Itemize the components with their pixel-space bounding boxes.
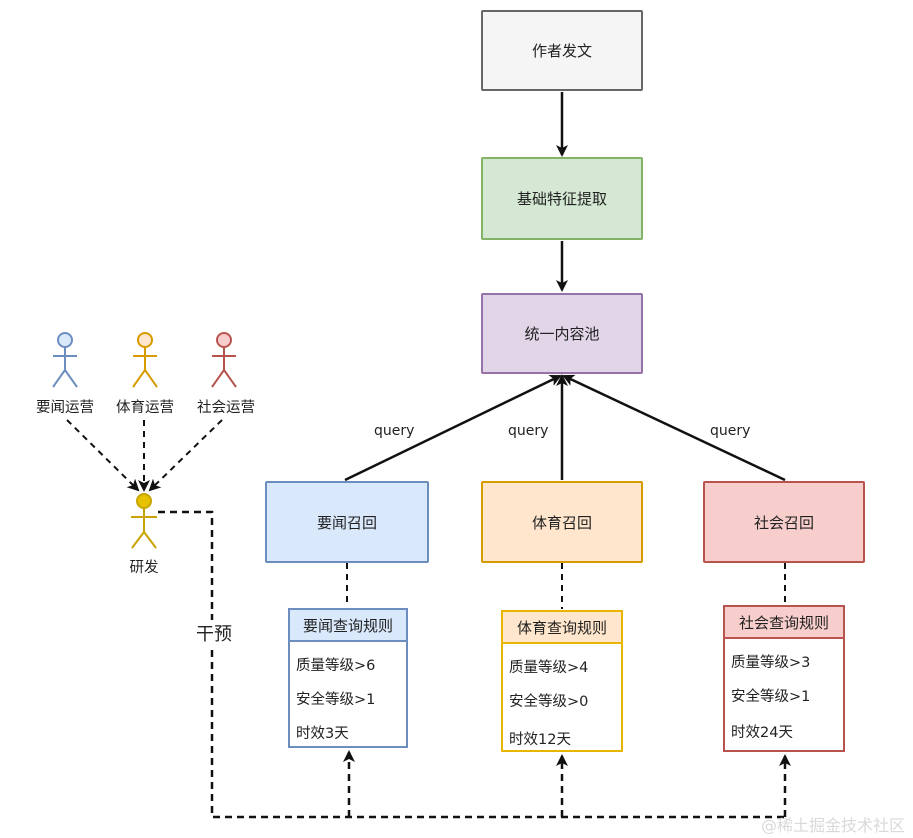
news-recall-box: 要闻召回 (265, 481, 429, 563)
sports-rule-table: 体育查询规则 质量等级>4 安全等级>0 时效12天 (501, 610, 623, 752)
news-recall-label: 要闻召回 (316, 513, 377, 532)
author-post-box: 作者发文 (481, 10, 643, 91)
feature-extract-label: 基础特征提取 (516, 190, 607, 208)
link-socialops-dev (148, 419, 223, 492)
watermark: @稀土掘金技术社区 (760, 816, 905, 835)
query-label-sports: query (508, 423, 549, 439)
arrow-social-query (562, 374, 786, 482)
actor-sports-ops-icon (132, 332, 158, 388)
social-rule-table: 社会查询规则 质量等级>3 安全等级>1 时效24天 (723, 605, 845, 752)
link-newsops-dev (66, 419, 140, 492)
social-rule-line: 安全等级>1 (731, 689, 811, 705)
feature-extract-box: 基础特征提取 (481, 157, 643, 240)
actor-dev-icon (131, 493, 157, 549)
intervene-label: 干预 (194, 620, 234, 646)
arrow-news-query (344, 374, 562, 482)
social-rule-line: 质量等级>3 (731, 655, 811, 671)
content-pool-label: 统一内容池 (524, 325, 600, 343)
sports-rule-line: 安全等级>0 (509, 694, 589, 710)
sports-rule-title: 体育查询规则 (503, 612, 621, 644)
content-pool-box: 统一内容池 (481, 293, 643, 374)
news-ops-label: 要闻运营 (36, 400, 94, 416)
news-rule-title: 要闻查询规则 (290, 610, 406, 642)
actor-news-ops-icon (52, 332, 78, 388)
query-label-news: query (374, 423, 415, 439)
social-recall-label: 社会召回 (753, 513, 814, 532)
intervene-path (158, 510, 785, 819)
social-ops-label: 社会运营 (197, 400, 255, 416)
news-rule-line: 安全等级>1 (296, 692, 376, 708)
sports-recall-box: 体育召回 (481, 481, 643, 563)
dev-label: 研发 (129, 560, 159, 576)
news-rule-table: 要闻查询规则 质量等级>6 安全等级>1 时效3天 (288, 608, 408, 748)
social-recall-box: 社会召回 (703, 481, 865, 563)
social-rule-title: 社会查询规则 (725, 607, 843, 639)
sports-rule-line: 质量等级>4 (509, 660, 589, 676)
news-rule-line: 质量等级>6 (296, 658, 376, 674)
sports-rule-line: 时效12天 (509, 732, 571, 748)
query-label-social: query (710, 423, 751, 439)
sports-ops-label: 体育运营 (116, 400, 174, 416)
author-post-label: 作者发文 (531, 42, 592, 60)
news-rule-line: 时效3天 (296, 726, 349, 742)
sports-recall-label: 体育召回 (531, 513, 592, 532)
actor-social-ops-icon (211, 332, 237, 388)
social-rule-line: 时效24天 (731, 725, 793, 741)
